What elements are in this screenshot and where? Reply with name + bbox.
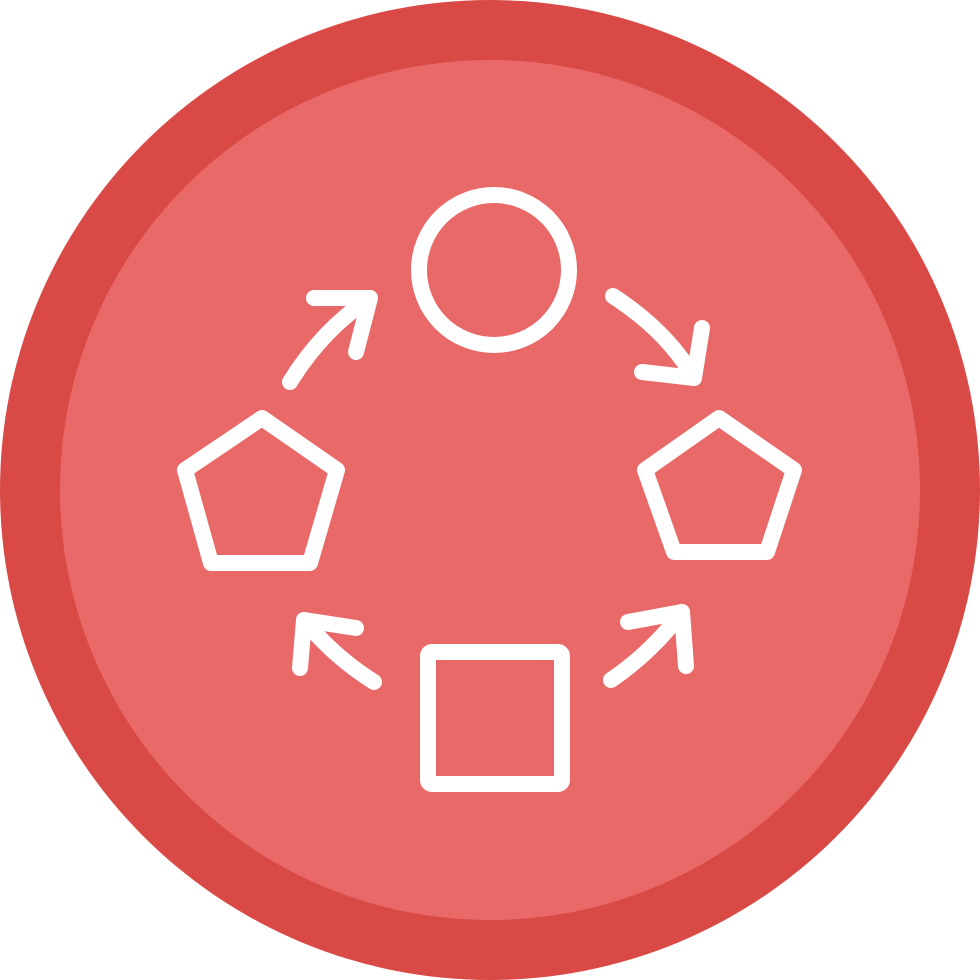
inner-disc	[60, 60, 920, 920]
arrow-upper-right-icon	[605, 288, 710, 386]
circle-shape-icon	[411, 187, 577, 353]
arrow-upper-left-icon	[282, 290, 378, 390]
pentagon-right-icon	[637, 410, 802, 560]
pentagon-left-icon	[177, 410, 345, 571]
arrow-lower-right-icon	[603, 604, 694, 688]
arrow-lower-left-icon	[292, 612, 382, 690]
square-shape-icon	[420, 644, 570, 792]
